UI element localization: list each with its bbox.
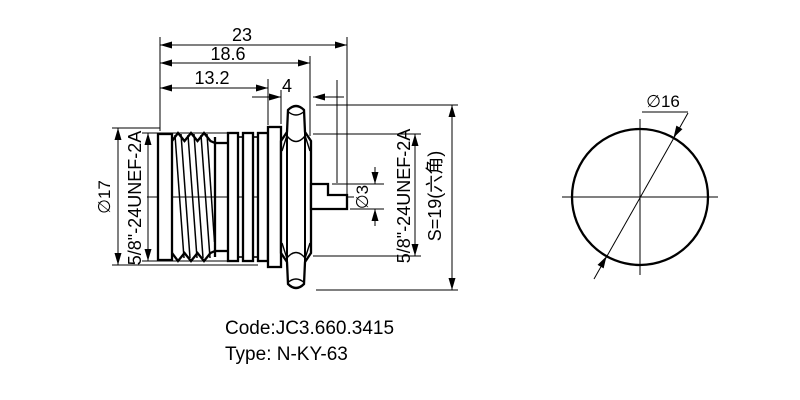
coupling-thread-label: 5/8"-24UNEF-2A [125, 131, 145, 265]
product-type-text: Type: N-KY-63 [225, 344, 348, 365]
thread-crest-bottom [171, 249, 216, 263]
rib-3 [256, 131, 270, 263]
dim-to-hex-face-label: 18.6 [210, 44, 245, 64]
flange-ring [266, 125, 283, 269]
mounting-thread-label: 5/8"-24UNEF-2A [394, 129, 414, 263]
extension-lines [112, 37, 458, 291]
dimensions: 23 18.6 13.2 4 ∅17 5/8"-24UNEF-2A ∅3 5/8… [95, 25, 458, 291]
rear-collar [156, 132, 174, 262]
footer: Code:JC3.660.3415 Type: N-KY-63 [225, 318, 394, 365]
dim-overall-length-label: 23 [232, 25, 252, 45]
diameter-leader-line [593, 112, 689, 280]
dim-thread-length-label: 13.2 [194, 68, 229, 88]
hex-chamfer-arcs [281, 111, 311, 283]
rib-1 [226, 131, 240, 263]
hex-outline [279, 104, 313, 290]
product-code-text: Code:JC3.660.3415 [225, 318, 394, 339]
thread-hatching [174, 133, 216, 259]
solder-pin [309, 182, 349, 211]
arrowheads [114, 41, 456, 290]
end-view: ∅16 [562, 92, 718, 280]
dimension-lines [117, 44, 453, 290]
front-view [147, 104, 354, 290]
rib-gap-edges [238, 136, 258, 258]
end-view-arrowheads [597, 125, 683, 269]
hex-nut [279, 104, 313, 290]
body-diameter-label: ∅17 [95, 180, 114, 214]
flange-diameter-label: ∅16 [646, 92, 680, 111]
hex-across-flats-label: S=19(六角) [425, 151, 445, 242]
rib-2 [241, 131, 255, 263]
pin-diameter-label: ∅3 [353, 185, 372, 209]
dim-hex-thickness-label: 4 [282, 76, 292, 96]
